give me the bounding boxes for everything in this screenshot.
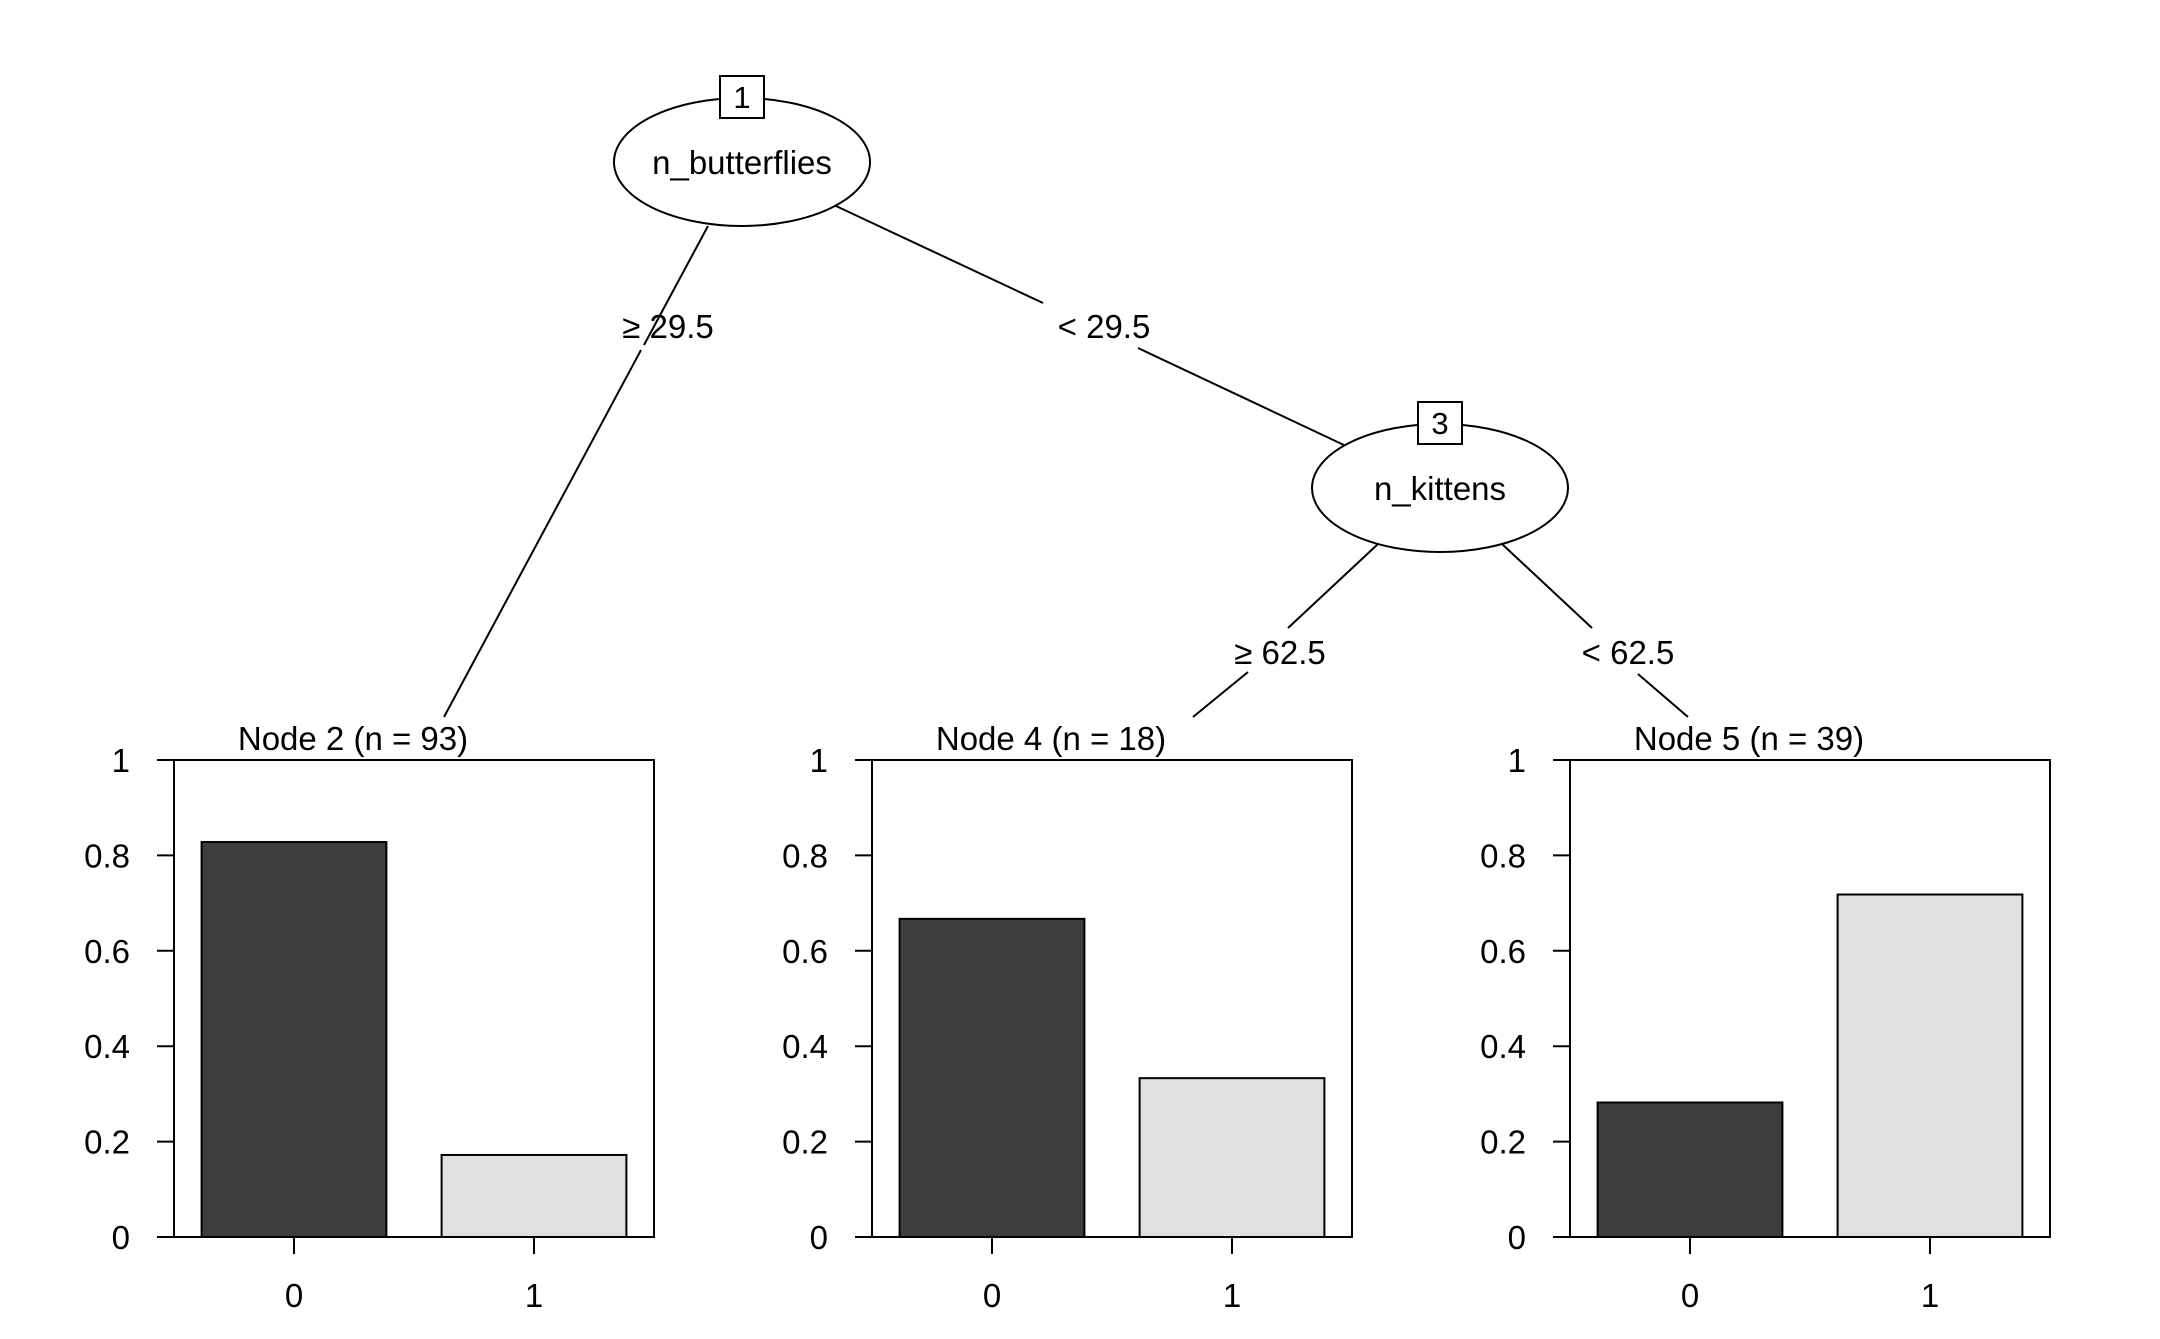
edge-label-3-5: < 62.5 [1582, 634, 1675, 671]
node-id-box [719, 75, 765, 119]
edge-3-5-lower [1637, 673, 1689, 718]
y-tick-label: 0 [112, 1219, 130, 1256]
y-tick-label: 0.4 [1480, 1028, 1526, 1065]
terminal-node-4: Node 4 (n = 18) 0 0.2 0.4 0.6 0.8 1 0 1 [782, 720, 1353, 1314]
y-tick-label: 0.6 [84, 933, 130, 970]
edge-label-1-2: ≥ 29.5 [622, 308, 714, 345]
y-tick-label: 1 [1508, 742, 1526, 779]
edge-label-1-3: < 29.5 [1058, 308, 1151, 345]
edge-1-3-lower [1137, 347, 1347, 447]
y-tick-label: 0 [1508, 1219, 1526, 1256]
y-tick-label: 0.8 [782, 837, 828, 874]
bar-1 [440, 1153, 628, 1239]
bar-0 [1596, 1101, 1784, 1238]
y-tick-label: 0 [810, 1219, 828, 1256]
y-tick-label: 0.2 [1480, 1124, 1526, 1161]
edge-1-2-upper [643, 225, 709, 346]
terminal-node-2: Node 2 (n = 93) 0 0.2 0.4 0.6 0.8 1 0 1 [84, 720, 655, 1314]
inner-node-3: n_kittens 3 [1311, 401, 1569, 553]
node-variable-label: n_butterflies [652, 144, 832, 181]
y-tick-label: 0.4 [782, 1028, 828, 1065]
panel-title: Node 4 (n = 18) [936, 720, 1166, 757]
y-tick-label: 0.8 [1480, 837, 1526, 874]
y-tick-label: 0.2 [84, 1124, 130, 1161]
x-tick-label: 0 [285, 1277, 303, 1314]
node-id-label: 3 [1431, 406, 1448, 441]
bar-1 [1836, 893, 2024, 1238]
y-tick-label: 0.6 [1480, 933, 1526, 970]
y-tick-label: 0.8 [84, 837, 130, 874]
node-id-box [1417, 401, 1463, 445]
y-tick-label: 1 [810, 742, 828, 779]
y-tick-label: 0.2 [782, 1124, 828, 1161]
terminal-node-5: Node 5 (n = 39) 0 0.2 0.4 0.6 0.8 1 0 1 [1480, 720, 2051, 1314]
node-variable-label: n_kittens [1374, 470, 1506, 507]
y-tick-label: 1 [112, 742, 130, 779]
edge-1-3-upper [835, 205, 1044, 304]
panel-title: Node 5 (n = 39) [1634, 720, 1864, 757]
y-tick-label: 0.4 [84, 1028, 130, 1065]
x-tick-label: 0 [1681, 1277, 1699, 1314]
node-id-label: 1 [733, 80, 750, 115]
edge-3-5-upper [1501, 543, 1593, 629]
y-tick-label: 0.6 [782, 933, 828, 970]
x-tick-label: 1 [1223, 1277, 1241, 1314]
x-tick-label: 1 [1921, 1277, 1939, 1314]
panel-title: Node 2 (n = 93) [238, 720, 468, 757]
bar-1 [1138, 1077, 1326, 1239]
bar-0 [898, 917, 1086, 1238]
inner-node-1: n_butterflies 1 [613, 75, 871, 227]
x-tick-label: 0 [983, 1277, 1001, 1314]
edge-3-4-upper [1287, 543, 1379, 629]
edge-label-3-4: ≥ 62.5 [1234, 634, 1326, 671]
x-tick-label: 1 [525, 1277, 543, 1314]
edge-1-2-lower [443, 349, 642, 718]
bar-0 [200, 841, 388, 1238]
edge-3-4-lower [1192, 671, 1249, 718]
